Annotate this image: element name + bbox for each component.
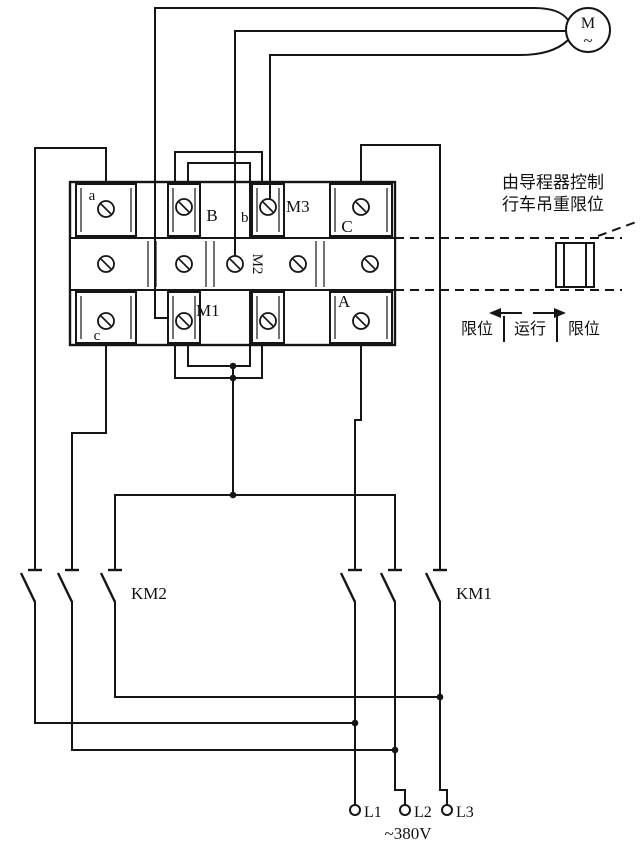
terminal-screw xyxy=(175,255,193,273)
terminal-l3 xyxy=(441,804,453,816)
dashed-link-branch xyxy=(597,221,637,237)
contactor-km2: KM2 xyxy=(19,568,167,603)
bus-km2-pole1 xyxy=(34,601,356,724)
terminal-screw xyxy=(175,198,193,216)
bus-l2 xyxy=(394,601,406,806)
junction-dot xyxy=(436,693,444,701)
bus-km2-pole3 xyxy=(114,601,441,698)
junction-dots xyxy=(229,362,444,754)
label-km1: KM1 xyxy=(456,584,492,603)
controller-note-line2: 行车吊重限位 xyxy=(502,195,604,215)
km2-pole-1 xyxy=(19,568,42,603)
label-limit-left: 限位 xyxy=(461,319,493,338)
supply-terminals: L1 L2 L3 ~380V xyxy=(349,804,474,843)
wire-A-to-km1 xyxy=(354,342,362,571)
terminal-screws xyxy=(97,198,379,330)
bus-km2-pole2 xyxy=(71,601,396,751)
terminal-screw xyxy=(289,255,307,273)
label-limit-right: 限位 xyxy=(568,319,600,338)
motor-label: M xyxy=(581,15,595,32)
label-b: b xyxy=(241,210,249,226)
terminal-block xyxy=(68,180,397,347)
limit-annotations: 由导程器控制 行车吊重限位 限位 运行 限位 xyxy=(461,173,604,342)
km1-pole-2 xyxy=(379,568,402,603)
km2-pole-2 xyxy=(56,568,79,603)
motor-leads xyxy=(154,7,570,319)
junction-dot xyxy=(229,362,237,370)
motor-phase-symbol: ~ xyxy=(583,31,592,50)
limit-linkage xyxy=(395,221,637,291)
limit-drum xyxy=(555,242,595,288)
motor-lead-M3 xyxy=(269,39,569,200)
terminal-screw xyxy=(352,198,370,216)
cell-inner-walls xyxy=(80,188,388,339)
label-c: c xyxy=(94,328,101,344)
motor-circle xyxy=(565,7,611,53)
terminal-screw xyxy=(226,255,244,273)
terminal-screw xyxy=(175,312,193,330)
label-l2: L2 xyxy=(414,804,432,821)
wiring-block-to-contactors xyxy=(34,144,441,571)
junction-dot xyxy=(229,374,237,382)
terminal-labels: a B b M3 C M2 M1 A c xyxy=(89,188,353,344)
contactor-km1: KM1 xyxy=(339,568,492,603)
junction-dot xyxy=(351,719,359,727)
motor-lead-M2 xyxy=(234,30,567,257)
label-M1: M1 xyxy=(196,301,220,320)
label-M2: M2 xyxy=(249,254,265,275)
terminal-screw xyxy=(97,200,115,218)
motor-lead-M1 xyxy=(154,7,570,319)
terminal-screw xyxy=(259,312,277,330)
km1-pole-1 xyxy=(339,568,362,603)
terminal-screw xyxy=(361,255,379,273)
wiring-supply xyxy=(34,601,448,806)
label-M3: M3 xyxy=(286,197,310,216)
wire-c-to-km2 xyxy=(71,342,107,571)
label-voltage: ~380V xyxy=(385,824,433,843)
label-l3: L3 xyxy=(456,804,474,821)
label-C: C xyxy=(341,217,352,236)
label-a: a xyxy=(89,188,96,204)
terminal-screw xyxy=(259,198,277,216)
right-arrow-icon xyxy=(554,308,566,318)
label-l1: L1 xyxy=(364,804,382,821)
bus-l3 xyxy=(439,601,448,806)
junction-dot xyxy=(391,746,399,754)
terminal-screw xyxy=(97,312,115,330)
label-run: 运行 xyxy=(514,319,546,338)
label-km2: KM2 xyxy=(131,584,167,603)
wire-C-to-km1 xyxy=(360,144,441,571)
junction-dot xyxy=(229,491,237,499)
km1-pole-3 xyxy=(424,568,447,603)
label-A: A xyxy=(338,292,351,311)
left-arrow-icon xyxy=(489,308,501,318)
terminal-l2 xyxy=(399,804,411,816)
terminal-l1 xyxy=(349,804,361,816)
terminal-screw xyxy=(352,312,370,330)
label-B: B xyxy=(206,206,217,225)
motor: M ~ xyxy=(565,7,611,53)
wire-a-to-km2 xyxy=(34,147,107,571)
terminal-screw xyxy=(97,255,115,273)
controller-note-line1: 由导程器控制 xyxy=(502,173,604,193)
km2-pole-3 xyxy=(99,568,122,603)
